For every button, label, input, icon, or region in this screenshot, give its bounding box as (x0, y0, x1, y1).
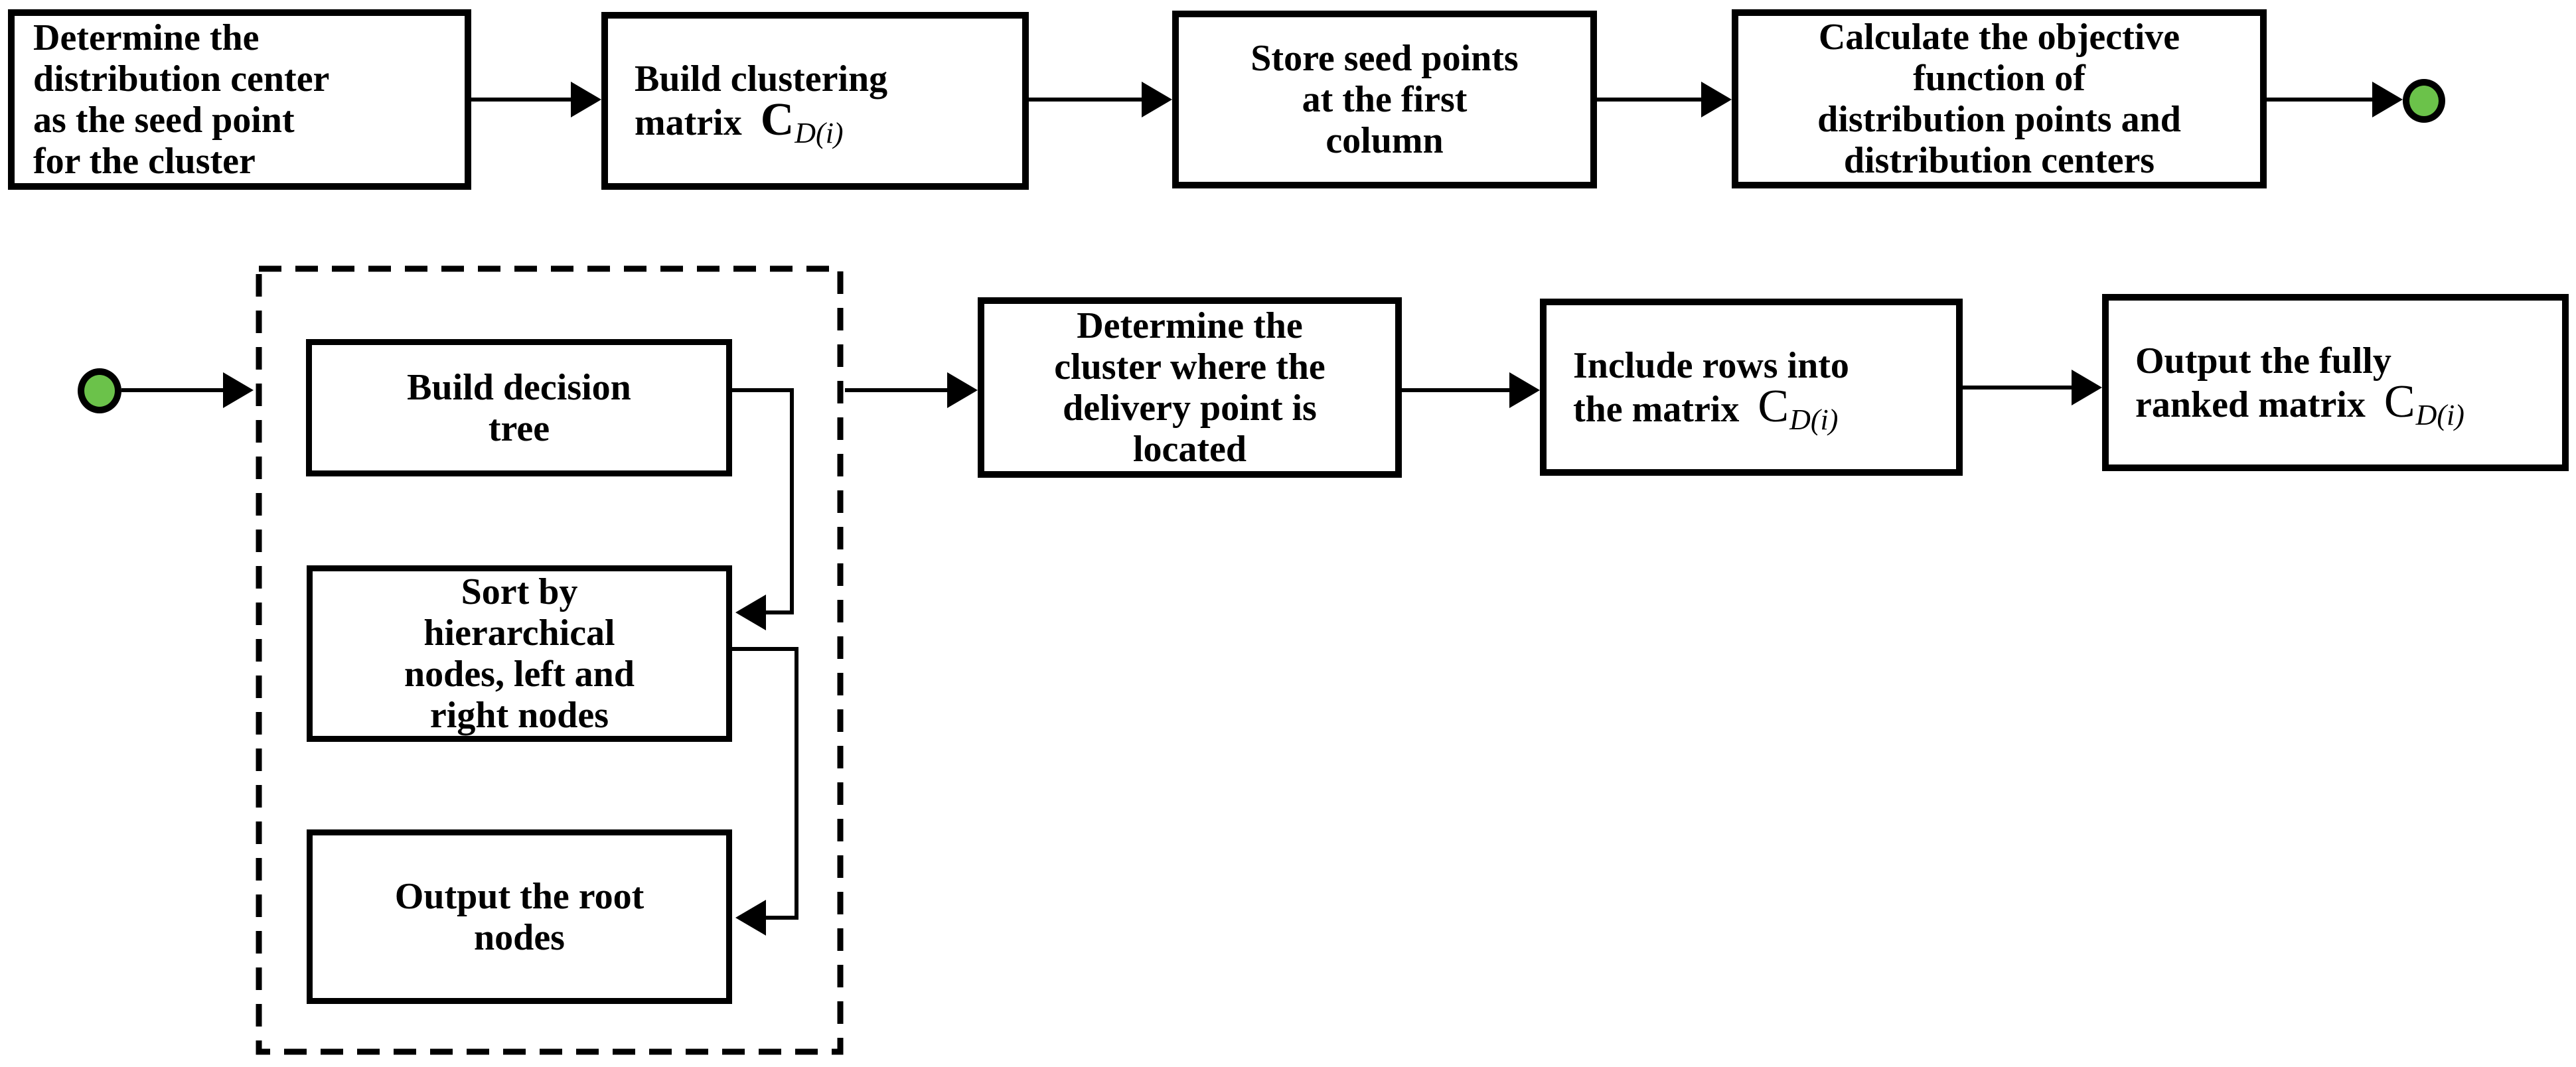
flow-step-sort-nodes: Sort by hierarchical nodes, left and rig… (307, 565, 732, 742)
text-line: the matrix CD(i) (1573, 383, 1838, 434)
arrow-line (845, 388, 948, 392)
text-line: at the first (1302, 79, 1468, 120)
text-line: ranked matrix CD(i) (2135, 378, 2464, 429)
connector-line (763, 916, 796, 920)
decision-tree-group-border (256, 265, 844, 1055)
arrowhead-icon (571, 82, 601, 117)
text-line: distribution points and (1817, 99, 2181, 140)
text-line: nodes, left and (404, 654, 635, 695)
flow-step-build-tree: Build decision tree (306, 339, 732, 476)
arrowhead-icon (947, 372, 978, 408)
arrowhead-icon (2372, 82, 2403, 117)
flow-step-store-seed: Store seed points at the first column (1172, 11, 1597, 188)
flow-step-build-matrix: Build clustering matrix CD(i) (601, 12, 1029, 190)
start-node-circle (78, 368, 121, 413)
flow-step-determine-seed: Determine the distribution center as the… (8, 9, 471, 190)
matrix-symbol: CD(i) (2375, 378, 2464, 429)
connector-line (790, 388, 794, 614)
text-fragment: the matrix (1573, 388, 1740, 430)
matrix-symbol: CD(i) (751, 97, 844, 148)
arrow-line (2267, 98, 2375, 102)
text-line: Calculate the objective (1818, 17, 2180, 58)
text-line: cluster where the (1054, 346, 1326, 388)
text-line: Sort by (461, 571, 578, 612)
text-fragment: matrix (635, 102, 742, 143)
flow-step-calc-objective: Calculate the objective function of dist… (1732, 9, 2267, 188)
arrow-line (469, 98, 573, 102)
text-line: delivery point is (1063, 388, 1317, 429)
text-line: located (1132, 429, 1247, 470)
text-fragment: ranked matrix (2135, 384, 2366, 425)
arrow-line (121, 388, 224, 392)
arrowhead-icon (1701, 82, 1732, 117)
arrowhead-icon (735, 900, 766, 936)
connector-line (732, 647, 798, 651)
connector-line (732, 388, 794, 392)
text-line: function of (1913, 58, 2085, 99)
flow-step-output-ranked: Output the fully ranked matrix CD(i) (2102, 294, 2569, 471)
arrowhead-icon (1142, 82, 1172, 117)
text-line: Determine the (1077, 305, 1303, 346)
matrix-subscript: D(i) (795, 117, 844, 150)
text-line: right nodes (429, 695, 609, 736)
text-line: distribution center (33, 58, 330, 100)
text-line: Output the root (394, 875, 644, 917)
matrix-symbol: CD(i) (1748, 383, 1838, 434)
flow-step-output-root: Output the root nodes (307, 829, 732, 1004)
text-line: Determine the (33, 17, 260, 58)
connector-line (763, 610, 794, 614)
text-line: for the cluster (33, 141, 256, 182)
arrowhead-icon (1509, 372, 1540, 408)
matrix-subscript: D(i) (1789, 403, 1839, 436)
text-line: Output the fully (2135, 340, 2391, 382)
connector-line (795, 647, 798, 920)
text-line: hierarchical (423, 612, 615, 654)
arrowhead-icon (223, 372, 254, 408)
matrix-c: C (760, 94, 795, 145)
text-line: matrix CD(i) (635, 97, 844, 148)
arrowhead-icon (735, 595, 766, 630)
flow-step-include-rows: Include rows into the matrix CD(i) (1540, 299, 1963, 476)
text-line: Build decision (407, 366, 631, 408)
text-line: distribution centers (1843, 140, 2155, 181)
arrow-line (1597, 98, 1703, 102)
text-line: Build clustering (635, 58, 888, 100)
matrix-c: C (1758, 380, 1790, 432)
text-line: as the seed point (33, 100, 295, 141)
matrix-c: C (2384, 376, 2416, 427)
text-line: Store seed points (1250, 38, 1519, 79)
arrow-line (1963, 386, 2073, 390)
arrowhead-icon (2072, 370, 2102, 405)
end-node-circle (2403, 79, 2445, 123)
text-line: nodes (474, 916, 565, 958)
text-line: Include rows into (1573, 344, 1849, 386)
matrix-subscript: D(i) (2415, 398, 2464, 431)
flow-step-determine-cluster: Determine the cluster where the delivery… (978, 297, 1402, 478)
arrow-line (1029, 98, 1143, 102)
arrow-line (1402, 388, 1511, 392)
text-line: tree (488, 407, 550, 449)
text-line: column (1326, 120, 1444, 161)
